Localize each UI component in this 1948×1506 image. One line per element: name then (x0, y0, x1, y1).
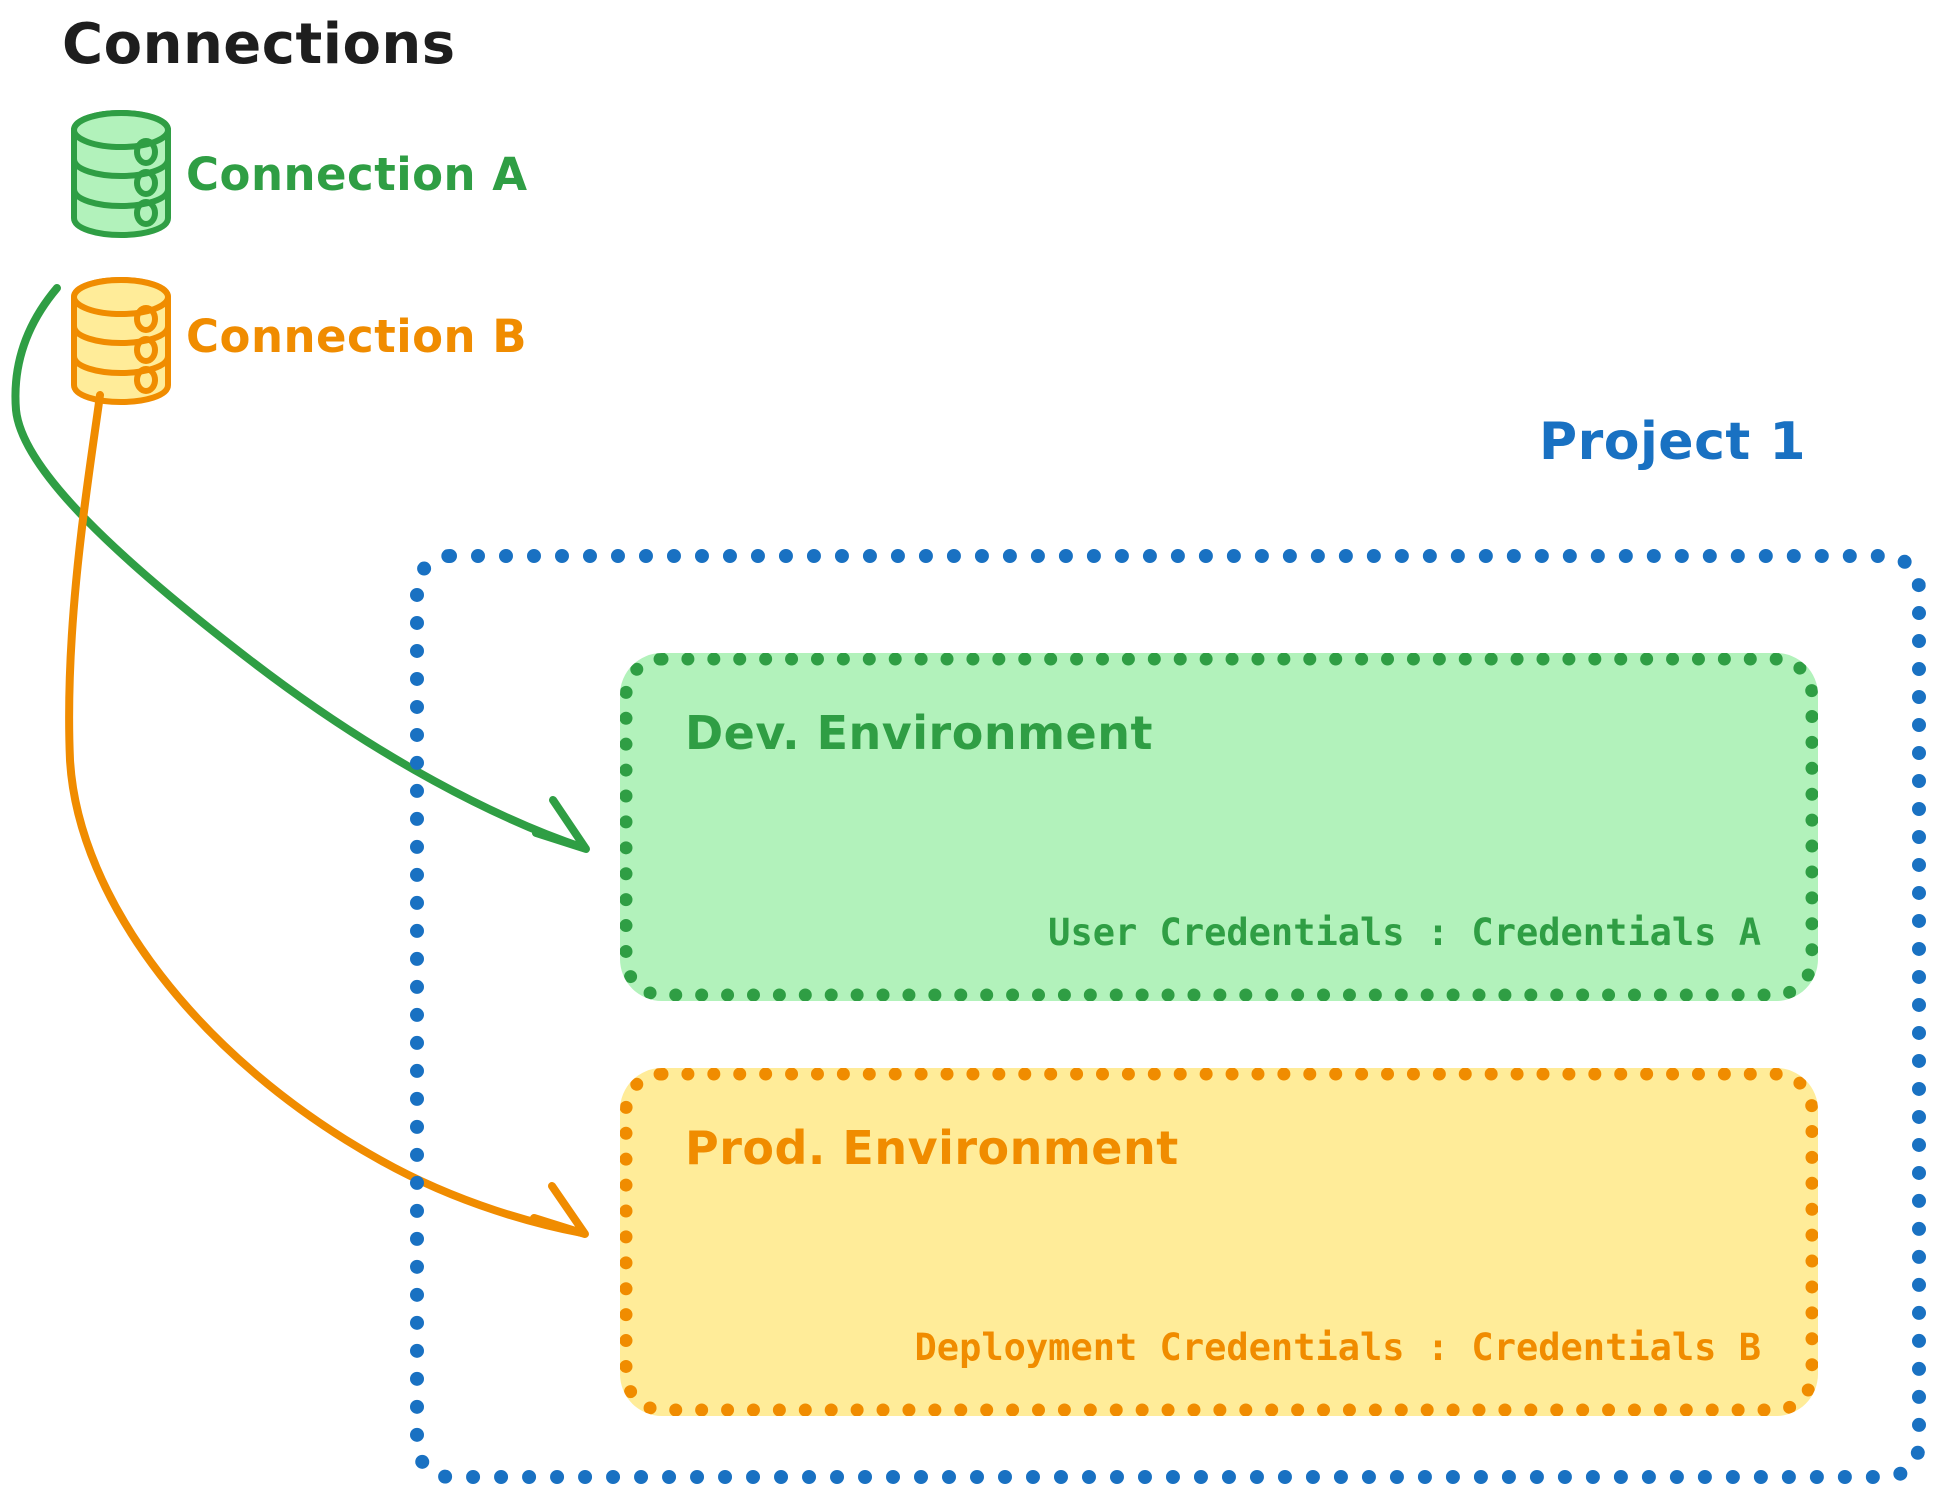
connection-a-label: Connection A (186, 148, 528, 201)
dev-environment-box[interactable]: Dev. Environment User Credentials : Cred… (620, 653, 1818, 1001)
project-container: Dev. Environment User Credentials : Cred… (410, 549, 1926, 1484)
database-icon-connection-b (62, 275, 180, 411)
dev-environment-credentials: User Credentials : Credentials A (1048, 911, 1761, 954)
prod-environment-box[interactable]: Prod. Environment Deployment Credentials… (620, 1068, 1818, 1416)
prod-environment-credentials: Deployment Credentials : Credentials B (914, 1326, 1761, 1369)
prod-environment-title: Prod. Environment (685, 1121, 1179, 1175)
project-title: Project 1 (1539, 412, 1807, 472)
connection-b-label: Connection B (186, 310, 528, 363)
dev-environment-title: Dev. Environment (685, 706, 1153, 760)
database-icon-connection-a (62, 108, 180, 244)
page-title: Connections (62, 12, 456, 77)
